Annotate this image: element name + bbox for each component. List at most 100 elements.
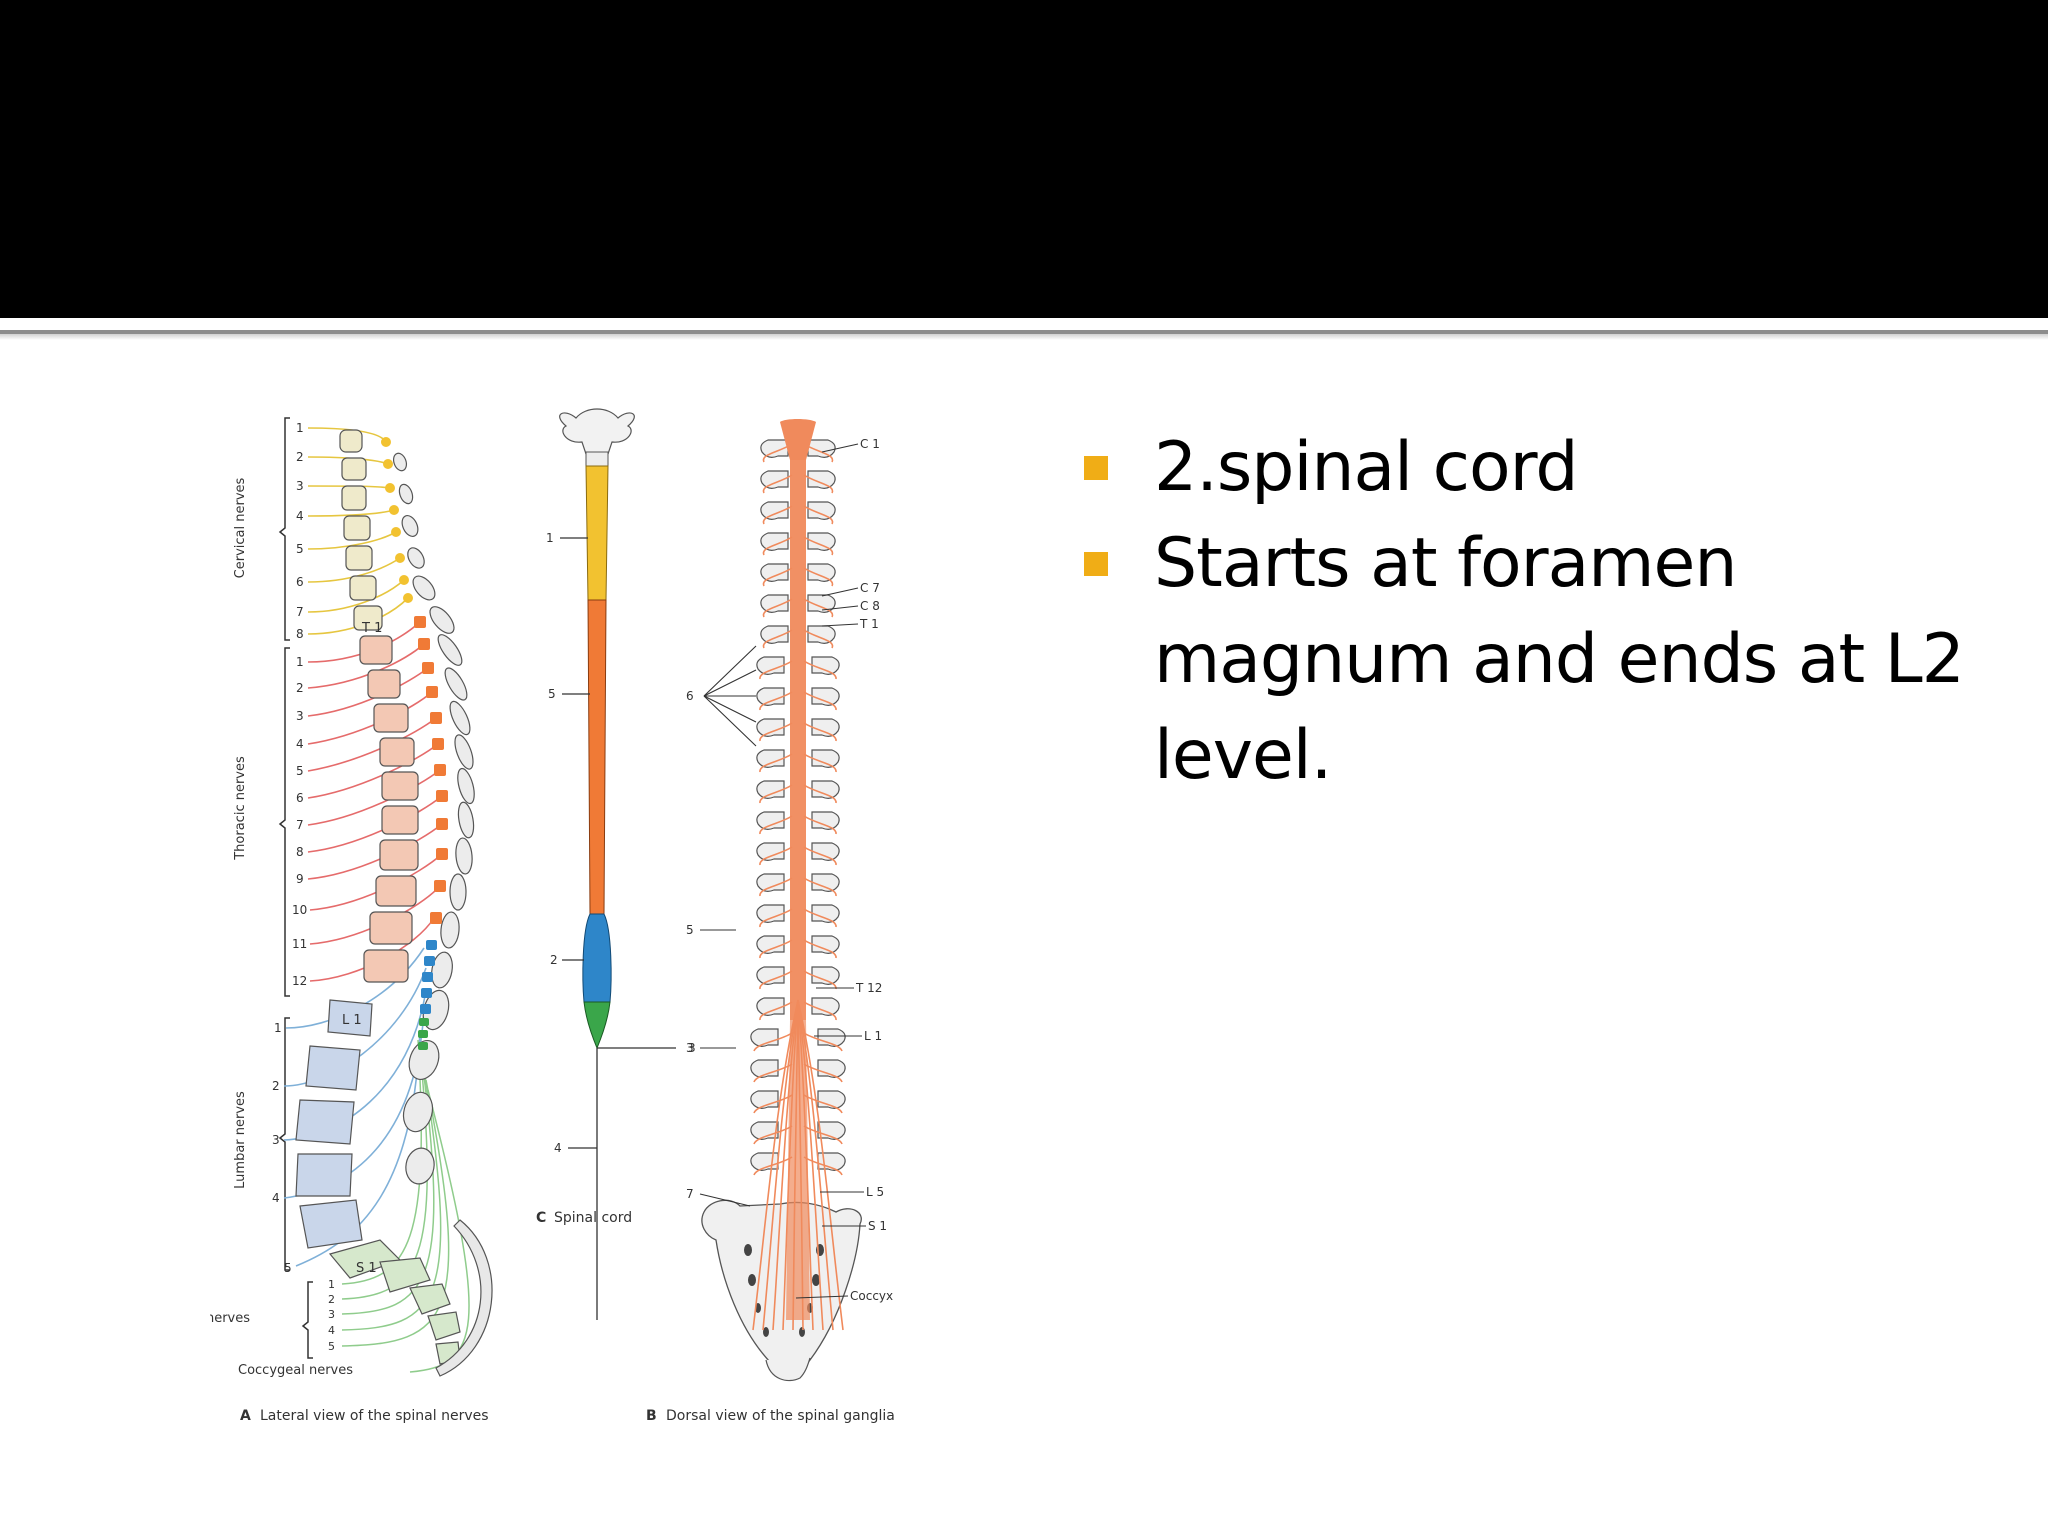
nerve-root (759, 1001, 793, 1021)
nerve-root (803, 536, 834, 556)
square-bullet-icon (1084, 456, 1108, 480)
bullet-item: 2.spinal cord (1080, 420, 1980, 516)
vertebra-shape (760, 439, 789, 458)
thoracic-nerve-label: 11 (292, 937, 307, 951)
nerve-root (762, 505, 793, 525)
nerve-root (762, 598, 793, 618)
nerve-root (803, 753, 837, 773)
lumbar-nerve-label: 3 (272, 1133, 280, 1147)
sacral-nerve-label: 5 (328, 1340, 335, 1353)
cord-label: 2 (550, 953, 558, 967)
cord-label: 5 (548, 687, 556, 701)
vertebra-shape (811, 687, 840, 706)
cervical-nerve-label: 4 (296, 509, 304, 523)
nerve-root (803, 1032, 843, 1052)
nerve-root (759, 908, 793, 928)
panel-c: 1 5 2 3 4 C Spinal cord (536, 408, 696, 1320)
lumbar-brace (278, 1017, 290, 1271)
vertebra-shape (811, 842, 840, 861)
vertebra-shape (760, 532, 789, 551)
lumbar-nerve-label: 2 (272, 1079, 280, 1093)
vertebra-shape (807, 563, 836, 582)
cord-label: 1 (546, 531, 554, 545)
vertebra-shape (807, 625, 836, 644)
square-bullet-icon (1084, 552, 1108, 576)
title-band (0, 0, 2048, 318)
divider-shadow (0, 334, 2048, 340)
cord-label: 3 (688, 1041, 696, 1055)
lumbar-nerve-label: 1 (274, 1021, 282, 1035)
dorsal-right-label: C 7 (860, 581, 880, 595)
vertebra-shape (807, 439, 836, 458)
cervical-nerve-label: 5 (296, 542, 304, 556)
dorsal-right-label: T 12 (855, 981, 882, 995)
cervical-nerve-label: 6 (296, 575, 304, 589)
vertebra-shape (811, 749, 840, 768)
vertebra-shape (756, 873, 785, 892)
vertebra-shape (756, 780, 785, 799)
sacral-nerve-label: 4 (328, 1324, 335, 1337)
nerve-root (759, 970, 793, 990)
group-label-thoracic: Thoracic nerves (233, 756, 248, 861)
bullet-text: 2.spinal cord (1154, 428, 1579, 507)
vertebra-shape (807, 532, 836, 551)
vertebra-shape (811, 997, 840, 1016)
panel-b-caption: Dorsal view of the spinal ganglia (666, 1408, 895, 1424)
nerve-root (803, 784, 837, 804)
sacral-nerve-label: 1 (328, 1278, 335, 1291)
thoracic-nerve-label: 7 (296, 818, 304, 832)
vertebra-label-s1: S 1 (356, 1261, 377, 1276)
vertebra-shape (811, 811, 840, 830)
nerve-root (803, 1001, 837, 1021)
vertebra-shape (756, 935, 785, 954)
vertebra-shape (811, 935, 840, 954)
nerve-root (759, 660, 793, 680)
vertebra-shape (811, 904, 840, 923)
nerve-root (803, 877, 837, 897)
nerve-root (759, 846, 793, 866)
vertebra-shape (760, 470, 789, 489)
vertebra-shape (756, 656, 785, 675)
vertebra-shape (760, 625, 789, 644)
dorsal-left-label: 6 (686, 689, 694, 703)
vertebra-shape (756, 842, 785, 861)
vertebra-shape (756, 904, 785, 923)
thoracic-brace (278, 647, 290, 997)
nerve-root (759, 815, 793, 835)
dorsal-right-label: Coccyx (850, 1289, 893, 1303)
nerve-root (803, 629, 834, 649)
vertebra-shape (756, 749, 785, 768)
cervical-nerve-label: 2 (296, 450, 304, 464)
nerve-root (803, 660, 837, 680)
vertebra-shape (811, 966, 840, 985)
vertebra-shape (756, 718, 785, 737)
panel-b-letter: B (646, 1408, 657, 1424)
nerve-root (803, 939, 837, 959)
sacral-brace (301, 1281, 313, 1359)
thoracic-nerve-label: 10 (292, 903, 307, 917)
panel-a: Cervical nerves Thoracic nerves Lumbar n… (210, 417, 493, 1424)
nerve-root (762, 536, 793, 556)
panel-c-letter: C (536, 1210, 546, 1226)
sacral-nerve-label: 2 (328, 1293, 335, 1306)
nerve-root (762, 567, 793, 587)
nerve-root (762, 629, 793, 649)
cervical-nerve-label: 7 (296, 605, 304, 619)
vertebra-shape (807, 501, 836, 520)
dorsal-right-label: C 1 (860, 437, 880, 451)
vertebra-shape (760, 501, 789, 520)
thoracic-nerve-label: 4 (296, 737, 304, 751)
vertebra-label-t1: T 1 (361, 621, 382, 636)
nerve-root (759, 784, 793, 804)
vertebra-shape (811, 780, 840, 799)
dorsal-right-label: S 1 (868, 1219, 887, 1233)
divider-line (0, 330, 2048, 334)
cervical-nerve-label: 1 (296, 421, 304, 435)
spinal-anatomy-svg: Cervical nerves Thoracic nerves Lumbar n… (210, 408, 895, 1424)
lumbar-nerve-label: 4 (272, 1191, 280, 1205)
dorsal-left-label: 3 (686, 1041, 694, 1055)
vertebra-shape (756, 966, 785, 985)
vertebra-shape (811, 656, 840, 675)
dorsal-right-label: L 1 (864, 1029, 882, 1043)
dorsal-right-label: C 8 (860, 599, 880, 613)
